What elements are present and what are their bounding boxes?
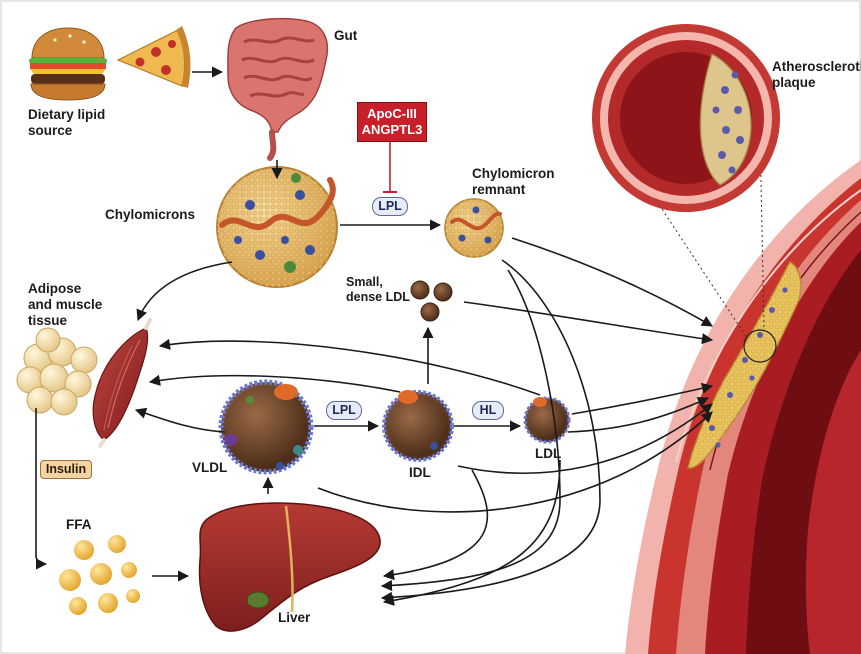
label-atherosclerotic-plaque: Atherosclerotic plaque [772, 59, 861, 91]
adipose-tissue-cluster [17, 328, 97, 415]
burger-illustration [29, 28, 107, 100]
label-chylomicrons: Chylomicrons [105, 207, 195, 223]
label-ldl: LDL [535, 446, 561, 462]
label-gut: Gut [334, 28, 357, 44]
label-dietary-lipid-source: Dietary lipid source [28, 107, 105, 139]
label-chylomicron-remnant: Chylomicron remnant [472, 166, 555, 198]
apoc3-angptl3-inhibitor-box: ApoC-III ANGPTL3 [357, 102, 427, 142]
plaque-vessel-inset [592, 24, 780, 212]
insulin-badge: Insulin [40, 460, 92, 479]
ldl-particle [525, 397, 569, 442]
hl-enzyme-badge: HL [472, 401, 504, 420]
label-ffa: FFA [66, 517, 92, 533]
small-dense-ldl-particles [411, 281, 452, 321]
lpl-enzyme-badge-top: LPL [372, 197, 408, 216]
label-adipose-muscle-tissue: Adipose and muscle tissue [28, 281, 102, 329]
ffa-droplets [59, 535, 140, 615]
pizza-slice-illustration [118, 26, 190, 88]
label-idl: IDL [409, 465, 431, 481]
idl-particle [384, 390, 452, 460]
label-small-dense-ldl: Small, dense LDL [346, 275, 410, 305]
muscle-illustration [93, 320, 150, 446]
label-vldl: VLDL [192, 460, 227, 476]
chylomicron-particle [217, 167, 337, 287]
lpl-enzyme-badge-middle: LPL [326, 401, 362, 420]
vldl-particle [221, 382, 311, 472]
label-liver: Liver [278, 610, 310, 626]
chylomicron-remnant-particle [445, 199, 503, 257]
gut-illustration [228, 19, 328, 158]
